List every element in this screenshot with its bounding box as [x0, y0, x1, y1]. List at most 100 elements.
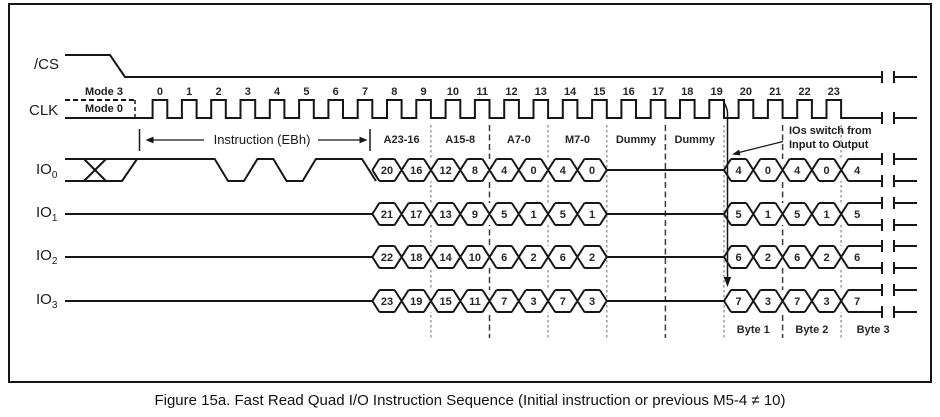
io-switch-line — [723, 101, 729, 278]
io-value: 10 — [469, 252, 481, 264]
io-value: 19 — [410, 296, 422, 308]
signal-label-io1: IO1 — [36, 204, 57, 224]
io3-output-hexagons — [731, 289, 882, 313]
io2-label-text: IO — [36, 247, 52, 264]
mode3-label: Mode 3 — [85, 86, 123, 98]
io3-output-band — [723, 290, 917, 312]
clock-number: 13 — [535, 86, 547, 98]
phase-label: Dummy — [675, 134, 716, 146]
io-value: 1 — [589, 209, 595, 221]
signal-label-io2: IO2 — [36, 247, 57, 267]
io-value: 3 — [589, 296, 595, 308]
io-value: 12 — [439, 165, 451, 177]
io-value: 2 — [530, 252, 536, 264]
io-switch-note-line1: IOs switch from — [789, 125, 872, 137]
io2-dummy-line — [598, 245, 732, 269]
io0-hex-entry — [371, 158, 381, 182]
io0-initial-low-rail — [65, 158, 138, 182]
io-value: 0 — [530, 165, 536, 177]
io-value: 0 — [765, 165, 771, 177]
io-value: 5 — [854, 209, 860, 221]
io-value: 5 — [501, 209, 507, 221]
io-value: 4 — [736, 165, 743, 177]
signal-label-io3: IO3 — [36, 291, 57, 311]
io-value: 7 — [854, 296, 860, 308]
io0-label-sub: 0 — [51, 170, 58, 181]
io-value: 3 — [765, 296, 771, 308]
clock-number: 22 — [798, 86, 810, 98]
io-value: 7 — [560, 296, 566, 308]
instruction-label: Instruction (EBh) — [213, 132, 311, 147]
io1-input-hexagons — [379, 202, 600, 226]
clock-number: 10 — [447, 86, 459, 98]
io-value: 2 — [589, 252, 595, 264]
io3-input-hexagons — [379, 289, 600, 313]
clock-number: 6 — [333, 86, 339, 98]
clock-number: 0 — [157, 86, 163, 98]
figure-caption: Figure 15a. Fast Read Quad I/O Instructi… — [154, 392, 786, 409]
clock-number: 15 — [593, 86, 605, 98]
io-switch-down-arrowhead — [723, 277, 732, 287]
clk-label-text: CLK — [29, 102, 59, 119]
io0-instruction-waveform — [65, 158, 377, 182]
io-value: 20 — [381, 165, 393, 177]
cs-label-text: /CS — [34, 56, 60, 73]
io-value: 2 — [765, 252, 771, 264]
clk-break-mark — [881, 112, 895, 124]
io-value: 1 — [765, 209, 771, 221]
io-value: 15 — [439, 296, 451, 308]
io-value: 13 — [439, 209, 451, 221]
io-value: 0 — [589, 165, 595, 177]
io-value: 1 — [530, 209, 536, 221]
clock-number: 14 — [564, 86, 577, 98]
phase-label: M7-0 — [565, 134, 590, 146]
clock-number: 2 — [215, 86, 221, 98]
io-value: 21 — [381, 209, 393, 221]
io-value: 1 — [823, 209, 829, 221]
io-value: 5 — [736, 209, 742, 221]
clock-number: 3 — [245, 86, 251, 98]
byte-label: Byte 1 — [737, 324, 770, 336]
io-value: 5 — [794, 209, 800, 221]
clock-number: 17 — [652, 86, 664, 98]
io-value: 6 — [501, 252, 507, 264]
io-value: 14 — [439, 252, 452, 264]
io-value: 0 — [823, 165, 829, 177]
io-value: 4 — [794, 165, 801, 177]
phase-label: A15-8 — [445, 134, 475, 146]
byte-label: Byte 3 — [857, 324, 890, 336]
io0-input-hexagons — [379, 158, 600, 182]
io-value: 3 — [823, 296, 829, 308]
clock-number: 1 — [186, 86, 192, 98]
io2-hex-entry — [371, 245, 381, 269]
io-value: 4 — [501, 165, 508, 177]
io1-dummy-line — [598, 202, 732, 226]
signal-label-io0: IO0 — [36, 161, 57, 181]
io0-dummy-line — [598, 158, 732, 182]
io2-output-band — [723, 246, 917, 268]
io-switch-note-arrowhead — [732, 149, 741, 156]
instruction-arrowhead-left — [145, 136, 154, 144]
phase-label: A7-0 — [507, 134, 531, 146]
io-value: 23 — [381, 296, 393, 308]
io-value: 4 — [560, 165, 567, 177]
io1-output-hexagons — [731, 202, 882, 226]
clock-number: 18 — [681, 86, 693, 98]
io-value: 17 — [410, 209, 422, 221]
signal-label-cs: /CS — [34, 56, 59, 73]
clock-number: 21 — [769, 86, 781, 98]
clock-number: 4 — [274, 86, 281, 98]
io-value: 2 — [823, 252, 829, 264]
clock-number: 16 — [623, 86, 635, 98]
io1-hex-entry — [371, 202, 381, 226]
io1-label-text: IO — [36, 204, 52, 221]
figure-border — [8, 3, 932, 383]
clock-number: 12 — [505, 86, 517, 98]
io0-label-text: IO — [36, 161, 52, 178]
mode0-label: Mode 0 — [85, 103, 123, 115]
clock-number: 7 — [362, 86, 368, 98]
io0-dontcare-x — [83, 158, 107, 182]
io-value: 6 — [854, 252, 860, 264]
